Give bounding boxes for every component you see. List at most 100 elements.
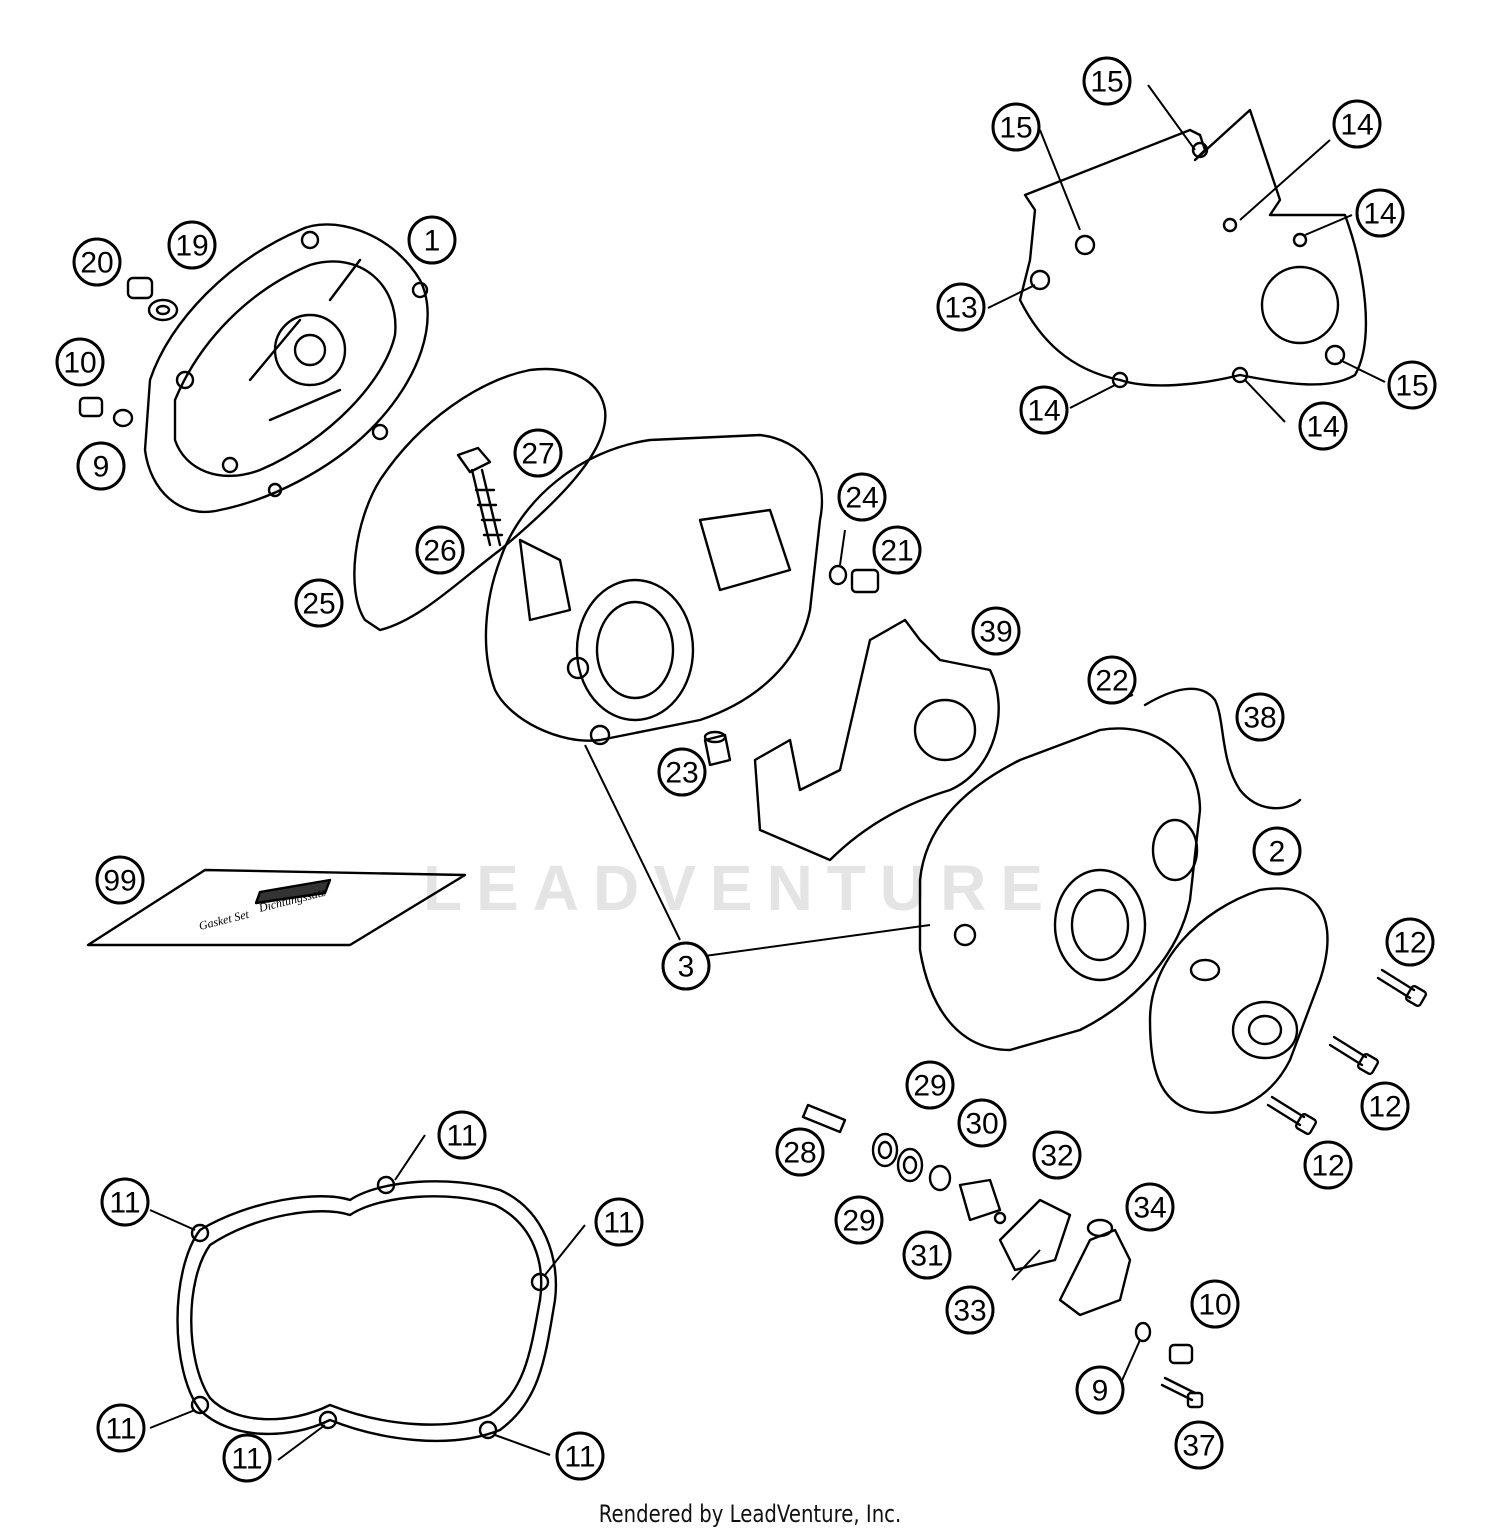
callout-15-a: 15 (1082, 56, 1132, 106)
svg-text:11: 11 (105, 1413, 136, 1446)
svg-text:12: 12 (1311, 1150, 1344, 1183)
dowel-sleeve (703, 730, 732, 767)
callout-14-b: 14 (1355, 188, 1405, 238)
callout-11-c: 11 (594, 1197, 644, 1247)
drain-screw (828, 564, 880, 594)
svg-text:13: 13 (944, 292, 977, 325)
svg-text:31: 31 (910, 1240, 943, 1273)
svg-text:20: 20 (80, 247, 113, 280)
svg-text:11: 11 (603, 1207, 634, 1240)
callout-13: 13 (936, 282, 986, 332)
callout-11-d: 11 (96, 1403, 146, 1453)
svg-text:3: 3 (678, 951, 695, 984)
callout-14-d: 14 (1298, 401, 1348, 451)
svg-text:23: 23 (665, 757, 698, 790)
callout-30: 30 (957, 1098, 1007, 1148)
svg-text:14: 14 (1306, 411, 1339, 444)
footer-credit: Rendered by LeadVenture, Inc. (598, 1500, 902, 1528)
svg-text:10: 10 (1198, 1289, 1231, 1322)
callout-23: 23 (657, 747, 707, 797)
watermark: LEADVENTURE (423, 852, 1057, 924)
svg-text:29: 29 (842, 1205, 875, 1238)
svg-text:15: 15 (1090, 66, 1123, 99)
svg-text:39: 39 (979, 616, 1012, 649)
svg-text:25: 25 (302, 588, 335, 621)
stud-bolt (456, 446, 504, 547)
callout-29-a: 29 (905, 1060, 955, 1110)
ignition-cover (143, 223, 429, 514)
callout-24: 24 (837, 472, 887, 522)
svg-text:33: 33 (953, 1295, 986, 1328)
svg-text:34: 34 (1133, 1192, 1166, 1225)
svg-text:12: 12 (1393, 927, 1426, 960)
callout-26: 26 (415, 525, 465, 575)
callout-99: 99 (95, 855, 145, 905)
callout-19: 19 (167, 220, 217, 270)
svg-text:29: 29 (913, 1070, 946, 1103)
callout-11-f: 11 (555, 1431, 605, 1481)
svg-text:28: 28 (783, 1137, 816, 1170)
callout-28: 28 (775, 1127, 825, 1177)
callout-10-left: 10 (55, 337, 105, 387)
svg-text:24: 24 (845, 482, 878, 515)
svg-text:30: 30 (965, 1108, 998, 1141)
svg-text:9: 9 (1092, 1375, 1109, 1408)
svg-text:11: 11 (446, 1120, 477, 1153)
callout-1: 1 (407, 215, 457, 265)
clutch-cover-gasket (1018, 108, 1368, 389)
callout-11-e: 11 (222, 1433, 272, 1483)
svg-text:37: 37 (1182, 1430, 1215, 1463)
callout-15-c: 15 (1387, 360, 1437, 410)
callout-labels: 1 2 3 9 9 10 10 11 11 11 11 11 11 12 12 … (55, 56, 1437, 1483)
crankcase-half-left (484, 433, 824, 746)
cover-bolts (1266, 968, 1428, 1136)
callout-29-b: 29 (834, 1195, 884, 1245)
callout-15-b: 15 (991, 102, 1041, 152)
callout-38: 38 (1235, 692, 1285, 742)
callout-34: 34 (1125, 1182, 1175, 1232)
water-pump-parts (801, 1103, 1132, 1317)
callout-37: 37 (1174, 1420, 1224, 1470)
svg-text:14: 14 (1340, 109, 1373, 142)
callout-14-a: 14 (1332, 99, 1382, 149)
callout-9-right: 9 (1075, 1365, 1125, 1415)
svg-text:99: 99 (103, 865, 136, 898)
svg-text:11: 11 (231, 1443, 262, 1476)
callout-12-a: 12 (1385, 917, 1435, 967)
svg-text:15: 15 (1395, 370, 1428, 403)
crankcase-gasket (753, 618, 1000, 862)
svg-text:1: 1 (424, 225, 441, 258)
callout-20: 20 (72, 237, 122, 287)
gasket-set-card: Dichtungssatz Gasket Set (86, 868, 467, 947)
svg-text:19: 19 (175, 230, 208, 263)
callout-27: 27 (513, 428, 563, 478)
callout-10-right: 10 (1190, 1279, 1240, 1329)
svg-text:22: 22 (1095, 665, 1128, 698)
callout-11-a: 11 (437, 1110, 487, 1160)
svg-text:27: 27 (521, 438, 554, 471)
screw-and-washer (78, 396, 134, 428)
screw-plug (126, 276, 179, 322)
callout-12-b: 12 (1360, 1081, 1410, 1131)
svg-text:12: 12 (1368, 1091, 1401, 1124)
callout-14-c: 14 (1019, 385, 1069, 435)
callout-33: 33 (945, 1285, 995, 1335)
callout-21: 21 (872, 525, 922, 575)
svg-text:32: 32 (1040, 1140, 1073, 1173)
svg-text:21: 21 (880, 535, 913, 568)
callout-31: 31 (902, 1230, 952, 1280)
ignition-cover-gasket (353, 367, 607, 632)
svg-text:11: 11 (109, 1187, 140, 1220)
svg-text:14: 14 (1027, 395, 1060, 428)
callout-32: 32 (1032, 1130, 1082, 1180)
callout-3: 3 (661, 941, 711, 991)
callout-12-c: 12 (1303, 1140, 1353, 1190)
callout-39: 39 (971, 606, 1021, 656)
large-cover-gasket (176, 1175, 558, 1443)
callout-25: 25 (294, 578, 344, 628)
svg-text:38: 38 (1243, 702, 1276, 735)
callout-9-left: 9 (76, 441, 126, 491)
small-screws (1134, 1321, 1204, 1409)
svg-text:11: 11 (564, 1441, 595, 1474)
svg-text:9: 9 (93, 451, 110, 484)
